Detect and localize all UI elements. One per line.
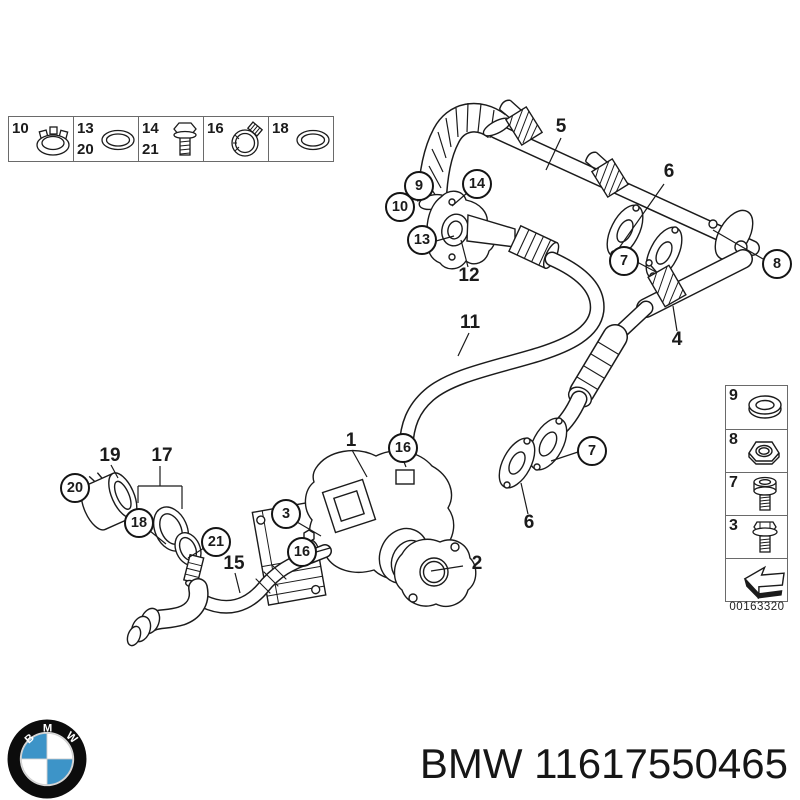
callout-18: 18 <box>124 508 154 538</box>
legend-cell-3: 3 <box>726 515 787 558</box>
corrugated-hose-drawing <box>417 102 512 211</box>
legend-cell-14-21: 14 21 <box>138 117 203 161</box>
legend-number: 8 <box>729 431 738 448</box>
pipe-5-drawing <box>488 123 760 261</box>
direction-arrow-icon <box>737 561 785 599</box>
logo-letter-m: M <box>43 722 52 734</box>
callout-17: 17 <box>151 445 173 466</box>
legend-cell-13-20: 13 20 <box>73 117 138 161</box>
legend-number: 10 <box>12 120 29 137</box>
callout-2: 2 <box>471 553 483 574</box>
legend-cell-arrow <box>726 558 787 601</box>
clamp-4-drawing <box>645 259 687 308</box>
o-ring-icon <box>294 119 332 161</box>
callout-7: 7 <box>577 436 607 466</box>
callout-10: 10 <box>385 192 415 222</box>
callout-13: 13 <box>407 225 437 255</box>
callout-15: 15 <box>223 553 245 574</box>
legend-number: 18 <box>272 120 289 137</box>
legend-number: 7 <box>729 474 738 491</box>
callout-5: 5 <box>555 116 567 137</box>
lower-flange-gasket-drawing <box>498 417 568 489</box>
pipe-bracket-drawing <box>584 151 630 199</box>
hex-nut-icon <box>743 433 785 469</box>
callout-4: 4 <box>671 329 683 350</box>
retaining-clamp-icon <box>34 119 72 161</box>
part-number: 11617550465 <box>534 740 788 787</box>
legend-number: 9 <box>729 387 738 404</box>
egr-pipe-drawing <box>548 249 753 439</box>
legend-cell-10: 10 <box>9 117 73 161</box>
socket-head-bolt-icon <box>745 474 785 514</box>
o-ring-icon <box>99 119 137 161</box>
legend-number: 3 <box>729 517 738 534</box>
legend-number: 14 <box>142 120 159 137</box>
part-number-title: BMW 11617550465 <box>420 740 788 788</box>
legend-cell-18: 18 <box>268 117 333 161</box>
flange-gasket-pair-drawing <box>606 204 683 280</box>
hose-clamp-icon <box>227 119 267 161</box>
hardware-legend-top: 10 13 20 <box>8 116 334 162</box>
legend-number: 16 <box>207 120 224 137</box>
hose-11-drawing <box>396 251 605 474</box>
callout-16: 16 <box>287 537 317 567</box>
flange-bolt-icon <box>745 517 785 557</box>
callout-11: 11 <box>459 312 481 333</box>
hardware-legend-right: 9 8 7 <box>725 385 788 602</box>
gasket-2-drawing <box>393 538 477 608</box>
water-pipe-fitting-drawing <box>426 190 560 270</box>
callout-20: 20 <box>60 473 90 503</box>
callout-6: 6 <box>523 512 535 533</box>
pipe-bracket-drawing <box>498 99 544 147</box>
legend-number: 20 <box>77 141 94 158</box>
callout-21: 21 <box>201 527 231 557</box>
legend-number: 13 <box>77 120 94 137</box>
callout-12: 12 <box>458 265 480 286</box>
leader-lines <box>110 137 764 594</box>
brand-name: BMW <box>419 740 523 787</box>
callout-19: 19 <box>99 445 121 466</box>
drawing-number: 00163320 <box>729 601 785 613</box>
legend-cell-16: 16 <box>203 117 268 161</box>
hex-bolt-icon <box>166 119 202 161</box>
legend-number: 21 <box>142 141 159 158</box>
legend-cell-7: 7 <box>726 472 787 515</box>
callout-16: 16 <box>388 433 418 463</box>
callout-6: 6 <box>663 161 675 182</box>
callout-3: 3 <box>271 499 301 529</box>
seal-ring-icon <box>743 391 785 425</box>
callout-7: 7 <box>609 246 639 276</box>
callout-14: 14 <box>462 169 492 199</box>
legend-cell-8: 8 <box>726 429 787 472</box>
legend-cell-9: 9 <box>726 386 787 429</box>
cap-19-drawing <box>80 472 138 531</box>
callout-8: 8 <box>762 249 792 279</box>
callout-1: 1 <box>345 430 357 451</box>
bmw-logo: B M W <box>6 718 88 800</box>
